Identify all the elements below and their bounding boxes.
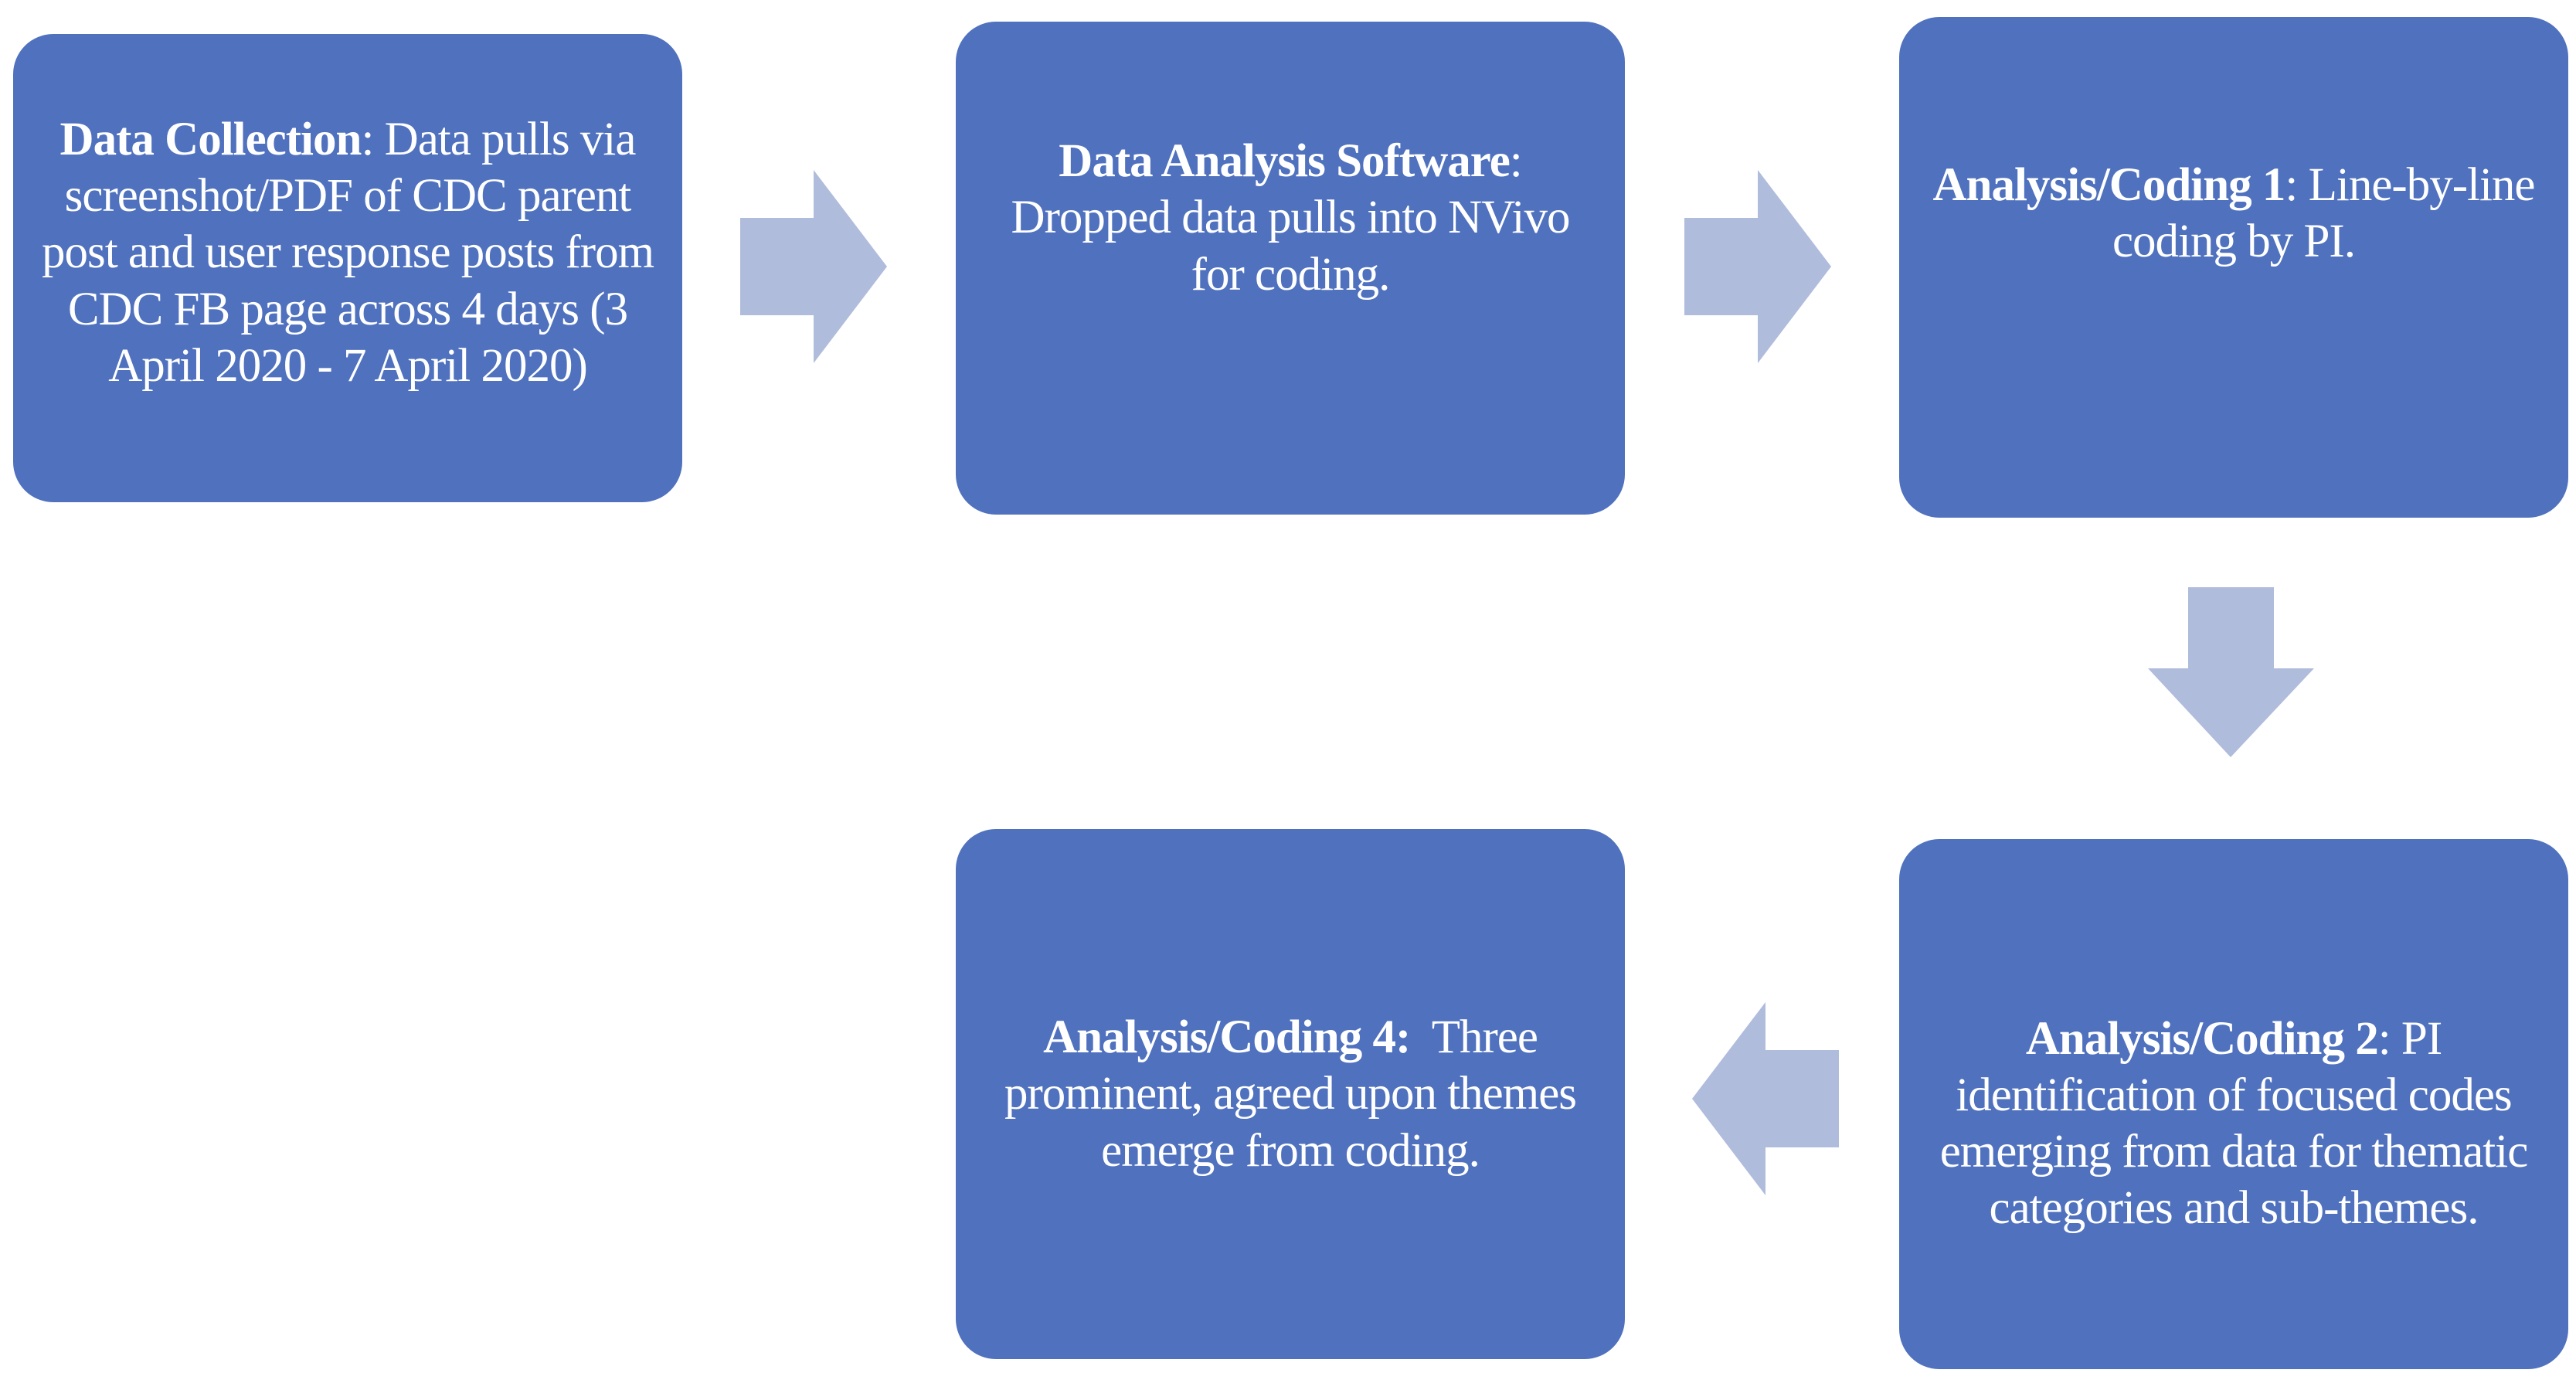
arrow-shape — [1692, 1002, 1839, 1195]
step-description: Three prominent, agreed upon themes emer… — [1004, 1011, 1588, 1177]
step-description: Dropped data pulls into NVivo for coding… — [1011, 192, 1571, 301]
arrow-right-icon — [740, 170, 887, 363]
step-title: Analysis/Coding 1 — [1932, 158, 2286, 211]
step-text-software: Data Analysis Software: Dropped data pul… — [982, 133, 1599, 303]
arrow-right-icon — [1684, 170, 1831, 363]
step-text-data-collection: Data Collection: Data pulls via screensh… — [39, 111, 656, 394]
arrow-shape — [2148, 587, 2314, 757]
arrow-down-icon — [2148, 587, 2314, 757]
step-separator: : — [2285, 158, 2298, 211]
step-separator: : — [2377, 1012, 2391, 1065]
step-box-data-collection: Data Collection: Data pulls via screensh… — [13, 34, 682, 502]
step-title: Analysis/Coding 4: — [1043, 1011, 1411, 1064]
step-title: Analysis/Coding 2 — [2025, 1012, 2379, 1065]
step-text-coding-4: Analysis/Coding 4: Three prominent, agre… — [982, 1009, 1599, 1179]
step-box-coding-2: Analysis/Coding 2: PI identification of … — [1899, 839, 2568, 1369]
step-text-coding-2: Analysis/Coding 2: PI identification of … — [1925, 1011, 2542, 1237]
arrow-shape — [1684, 170, 1831, 363]
arrow-shape — [740, 170, 887, 363]
step-description: PI identification of focused codes emerg… — [1939, 1012, 2529, 1235]
step-box-coding-4: Analysis/Coding 4: Three prominent, agre… — [956, 829, 1625, 1359]
step-separator: : — [1509, 135, 1523, 188]
step-title: Data Collection — [59, 114, 362, 166]
step-box-coding-1: Analysis/Coding 1: Line-by-line coding b… — [1899, 17, 2568, 518]
step-description: Line-by-line coding by PI. — [2112, 158, 2536, 267]
arrow-left-icon — [1692, 1002, 1839, 1195]
step-description: Data pulls via screenshot/PDF of CDC par… — [41, 114, 654, 392]
step-text-coding-1: Analysis/Coding 1: Line-by-line coding b… — [1925, 157, 2542, 270]
step-separator: : — [361, 114, 374, 166]
step-box-software: Data Analysis Software: Dropped data pul… — [956, 22, 1625, 515]
step-title: Data Analysis Software — [1059, 135, 1511, 188]
